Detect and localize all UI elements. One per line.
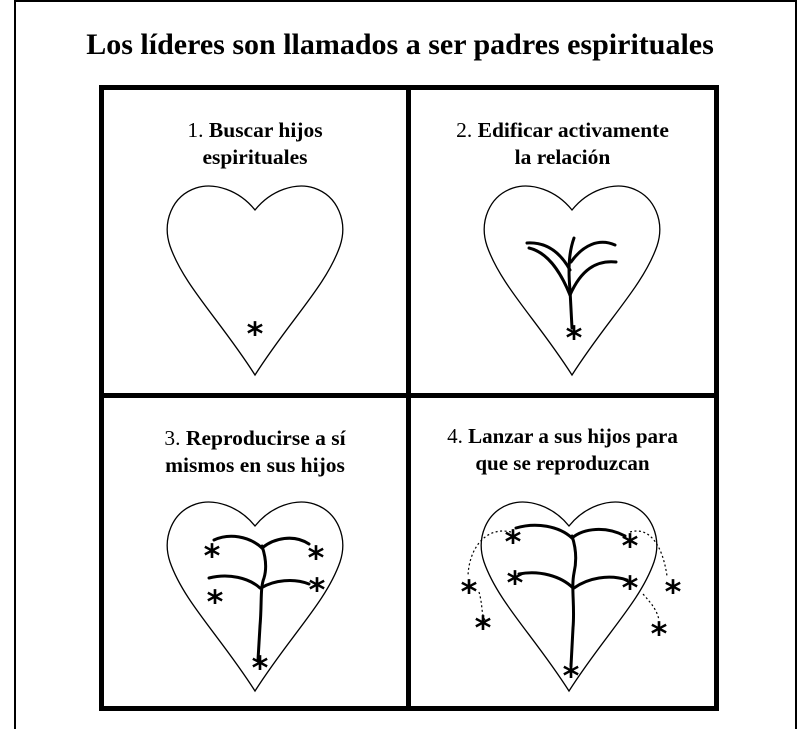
- panel-1-caption: 1. Buscar hijos espirituales: [104, 117, 406, 171]
- launch-path: [629, 530, 668, 577]
- root-branch: [570, 528, 627, 540]
- grandchild-star: *: [651, 615, 668, 653]
- root-branch: [514, 523, 574, 540]
- spiritual-child-star: *: [505, 523, 522, 561]
- panel-4-title-line1: Lanzar a sus hijos para: [468, 424, 678, 448]
- grandchild-star: *: [475, 609, 492, 647]
- root-branch: [259, 579, 311, 590]
- panel-4-title-line2: que se reproduzcan: [475, 451, 650, 475]
- spiritual-child-star: *: [566, 319, 583, 357]
- spiritual-child-star: *: [563, 657, 580, 695]
- launch-path: [642, 593, 660, 621]
- panel-4-heart-drawing: * * * * * * * * *: [461, 501, 682, 695]
- panel-3: 3. Reproducirse a sí mismos en sus hijos…: [99, 393, 411, 711]
- root-trunk: [256, 544, 268, 662]
- root-branch: [207, 574, 262, 590]
- panel-2-title-line1: Edificar activamente: [477, 118, 669, 142]
- diagram-title: Los líderes son llamados a ser padres es…: [86, 28, 714, 61]
- heart-outline: [483, 185, 661, 377]
- panel-1-number: 1.: [187, 118, 204, 142]
- panel-3-number: 3.: [164, 426, 181, 450]
- grandchild-star: *: [665, 573, 682, 611]
- panel-3-caption: 3. Reproducirse a sí mismos en sus hijos: [104, 425, 406, 479]
- root-trunk: [567, 236, 576, 330]
- root-branch: [517, 571, 575, 590]
- panel-4-number: 4.: [447, 424, 463, 448]
- panel-1-title-line2: espirituales: [202, 145, 308, 169]
- spiritual-child-star: *: [252, 649, 269, 687]
- panel-2-title-line2: la relación: [514, 145, 611, 169]
- outer-frame: [14, 0, 797, 729]
- spiritual-child-star: *: [308, 539, 325, 577]
- panel-2: 2. Edificar activamente la relación *: [406, 85, 719, 398]
- root-branch: [527, 246, 572, 297]
- heart-outline: [480, 501, 658, 693]
- panel-1: 1. Buscar hijos espirituales *: [99, 85, 411, 398]
- panel-2-heart-drawing: *: [483, 185, 661, 377]
- spiritual-child-star: *: [622, 569, 639, 607]
- launch-path: [467, 530, 512, 577]
- panel-4-caption: 4. Lanzar a sus hijos para que se reprod…: [411, 423, 714, 477]
- panel-1-heart-drawing: *: [166, 185, 344, 377]
- root-branch: [568, 260, 618, 297]
- grandchild-star: *: [461, 573, 478, 611]
- panel-3-heart-drawing: * * * * *: [166, 501, 344, 693]
- heart-outline: [166, 185, 344, 377]
- panel-2-number: 2.: [456, 118, 473, 142]
- root-branch: [572, 575, 629, 590]
- root-branch: [525, 241, 572, 272]
- root-branch: [569, 240, 617, 264]
- spiritual-child-star: *: [247, 315, 264, 353]
- root-trunk: [569, 534, 578, 668]
- panel-1-title-line1: Buscar hijos: [208, 118, 323, 142]
- spiritual-child-star: *: [204, 537, 221, 575]
- panel-2-caption: 2. Edificar activamente la relación: [411, 117, 714, 171]
- spiritual-child-star: *: [622, 527, 639, 565]
- heart-outline: [166, 501, 344, 693]
- root-branch: [212, 534, 264, 550]
- panel-4: 4. Lanzar a sus hijos para que se reprod…: [406, 393, 719, 711]
- spiritual-child-star: *: [507, 564, 524, 602]
- spiritual-child-star: *: [207, 583, 224, 621]
- root-branch: [260, 536, 311, 550]
- spiritual-child-star: *: [309, 571, 326, 609]
- panel-3-title-line1: Reproducirse a sí: [185, 426, 346, 450]
- panel-3-title-line2: mismos en sus hijos: [165, 453, 345, 477]
